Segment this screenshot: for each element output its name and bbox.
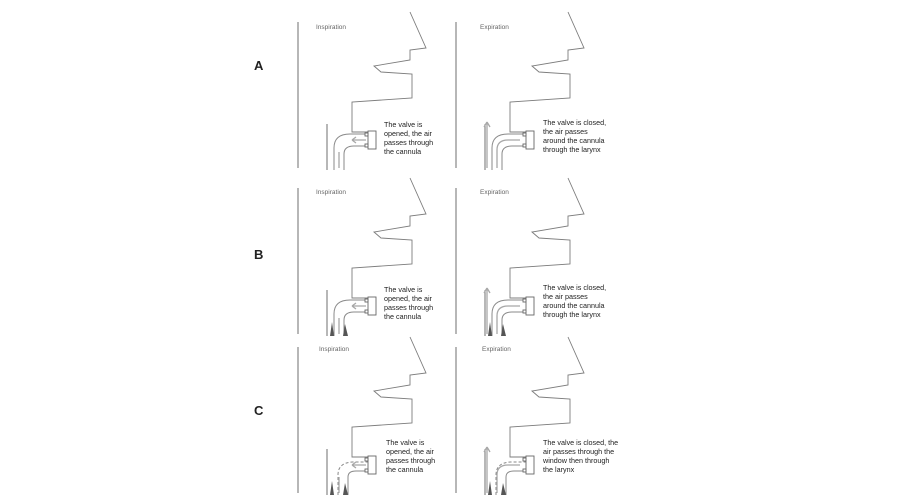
cannula-outer-wall	[333, 299, 370, 336]
tissue-stump-left	[488, 322, 492, 336]
fenestrated-cannula-outer	[495, 461, 528, 495]
fenestrated-cannula-outer	[337, 461, 370, 495]
expiration-label-b: Expiration	[480, 189, 509, 196]
expiration-redirected-flow	[496, 305, 520, 334]
face-profile-outline	[351, 11, 427, 118]
valve-tab-top	[364, 132, 369, 137]
neck-outline	[351, 284, 368, 299]
inspiration-caption-b: The valve is opened, the air passes thro…	[384, 285, 434, 321]
valve-tab-bottom	[364, 468, 369, 473]
expiration-caption-b: The valve is closed, the air passes arou…	[543, 283, 607, 319]
valve-tab-top	[364, 298, 369, 303]
face-profile-outline	[509, 336, 585, 443]
neck-outline	[351, 443, 368, 458]
cannula-inner-wall	[501, 145, 528, 170]
tissue-stump-left	[330, 322, 334, 336]
expiration-upward-arrow	[483, 121, 491, 168]
valve-tab-top	[522, 457, 527, 462]
speaking-valve	[367, 455, 377, 475]
valve-tab-bottom	[522, 143, 527, 148]
tissue-stump-right	[501, 483, 506, 495]
row-letter-c: C	[254, 403, 264, 418]
inspiration-label-a: Inspiration	[316, 24, 346, 31]
valve-tab-top	[364, 457, 369, 462]
speaking-valve	[525, 296, 535, 316]
valve-tab-top	[522, 298, 527, 303]
fenestrated-cannula-inner	[347, 470, 370, 495]
expiration-upward-arrow	[483, 287, 491, 334]
valve-tab-bottom	[364, 309, 369, 314]
expiration-caption-a: The valve is closed, the air passes arou…	[543, 118, 607, 154]
valve-tab-top	[522, 132, 527, 137]
valve-tab-bottom	[522, 468, 527, 473]
expiration-redirected-flow	[496, 464, 520, 493]
face-profile-outline	[509, 177, 585, 284]
expiration-upward-arrow	[483, 446, 491, 493]
face-profile-outline	[351, 177, 427, 284]
expiration-caption-c: The valve is closed, the air passes thro…	[543, 438, 619, 474]
speaking-valve	[525, 455, 535, 475]
tissue-stump-left	[488, 481, 492, 495]
cannula-outer-wall	[333, 133, 370, 170]
tissue-stump-left	[330, 481, 334, 495]
fenestrated-cannula-inner	[505, 470, 528, 495]
neck-outline	[509, 284, 526, 299]
inspiration-caption-a: The valve is opened, the air passes thro…	[384, 120, 434, 156]
inspiration-airflow-arrow	[351, 461, 366, 469]
inspiration-label-c: Inspiration	[319, 346, 349, 353]
valve-tab-bottom	[364, 143, 369, 148]
face-profile-outline	[509, 11, 585, 118]
row-letter-a: A	[254, 58, 264, 73]
tissue-stump-right	[343, 483, 348, 495]
expiration-label-a: Expiration	[480, 24, 509, 31]
tissue-stump-right	[343, 324, 348, 336]
cannula-inner-wall	[501, 311, 528, 336]
row-letter-b: B	[254, 247, 264, 262]
neck-outline	[509, 443, 526, 458]
expiration-label-c: Expiration	[482, 346, 511, 353]
expiration-redirected-flow	[496, 139, 520, 168]
neck-outline	[351, 118, 368, 133]
inspiration-airflow-arrow	[351, 302, 366, 310]
tissue-stump-right	[501, 324, 506, 336]
inspiration-airflow-arrow	[351, 136, 366, 144]
cannula-inner-wall	[343, 311, 370, 336]
face-profile-outline	[351, 336, 427, 443]
speaking-valve	[367, 130, 377, 150]
cannula-inner-wall	[343, 145, 370, 170]
cannula-outer-wall	[491, 299, 528, 336]
neck-outline	[509, 118, 526, 133]
speaking-valve	[525, 130, 535, 150]
speaking-valve	[367, 296, 377, 316]
inspiration-label-b: Inspiration	[316, 189, 346, 196]
cannula-outer-wall	[491, 133, 528, 170]
inspiration-caption-c: The valve is opened, the air passes thro…	[386, 438, 436, 474]
valve-tab-bottom	[522, 309, 527, 314]
